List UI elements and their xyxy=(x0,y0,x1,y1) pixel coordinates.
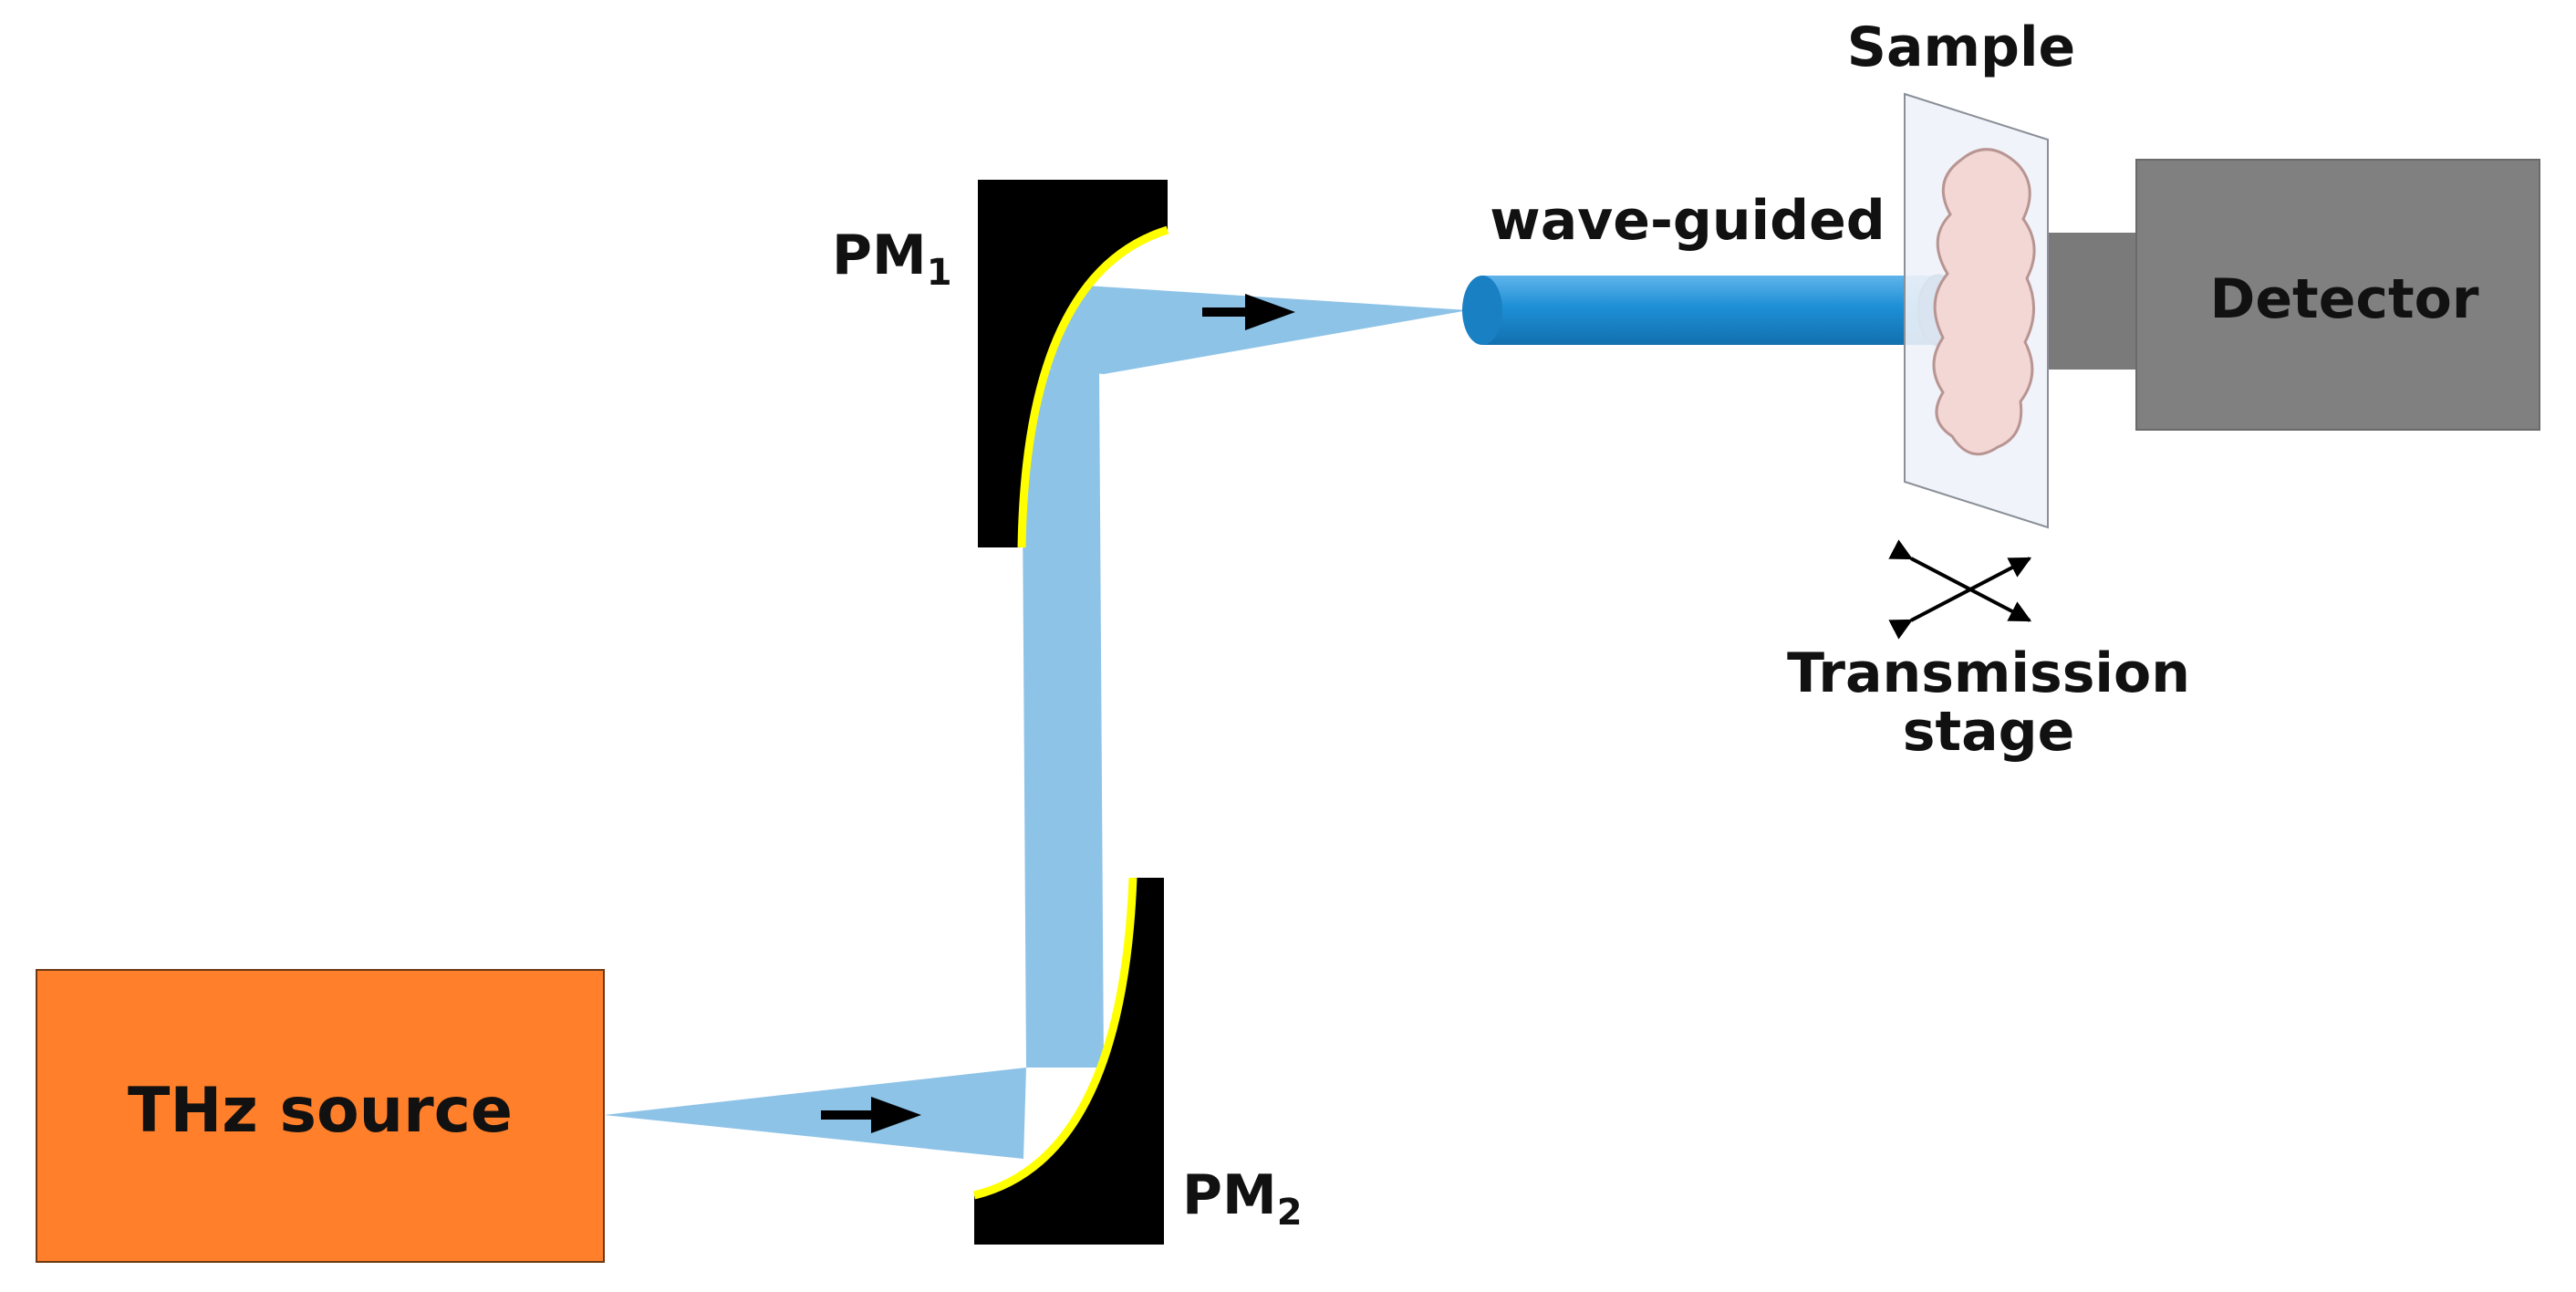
detector-neck xyxy=(2048,233,2139,370)
beam-pm1-to-waveguide xyxy=(1003,285,1469,374)
double-diagonal-arrows-icon xyxy=(1888,539,2032,640)
waveguide-input-end xyxy=(1462,276,1502,345)
beam-arrows xyxy=(821,294,1295,1133)
pm2-label: PM2 xyxy=(1182,1163,1303,1234)
sample: Sample xyxy=(1847,16,2075,529)
waveguide: wave-guided xyxy=(1462,189,1960,347)
right-arrow-icon xyxy=(821,1097,921,1133)
pm2-subscript: 2 xyxy=(1277,1192,1303,1234)
sample-tissue xyxy=(1932,148,2036,456)
detector-label: Detector xyxy=(2210,267,2479,331)
stage-label-line2: stage xyxy=(1903,700,2075,764)
detector: Detector xyxy=(2048,159,2540,431)
pm2-mirror-body xyxy=(974,878,1164,1245)
pm2-mirror-coating xyxy=(972,877,1137,1200)
waveguide-tube xyxy=(1482,276,1938,345)
beam-pm2-to-pm1 xyxy=(1022,370,1104,1068)
pm1-mirror-coating xyxy=(1017,225,1169,548)
parabolic-mirror-pm1: PM1 xyxy=(832,180,1169,548)
stage-label-line1: Transmission xyxy=(1787,641,2190,705)
right-arrow-icon xyxy=(1202,294,1295,330)
thz-source-label: THz source xyxy=(128,1075,513,1147)
thz-source: THz source xyxy=(36,969,605,1263)
parabolic-mirror-pm2: PM2 xyxy=(972,877,1303,1245)
sample-label: Sample xyxy=(1847,16,2075,79)
waveguide-label: wave-guided xyxy=(1490,189,1885,253)
detector-body xyxy=(2135,159,2540,431)
pm1-subscript: 1 xyxy=(927,252,952,294)
pm1-label: PM1 xyxy=(832,224,952,294)
thz-source-box xyxy=(36,969,605,1263)
beam-source-to-pm2 xyxy=(604,1068,1026,1159)
thz-beam xyxy=(604,285,1469,1159)
